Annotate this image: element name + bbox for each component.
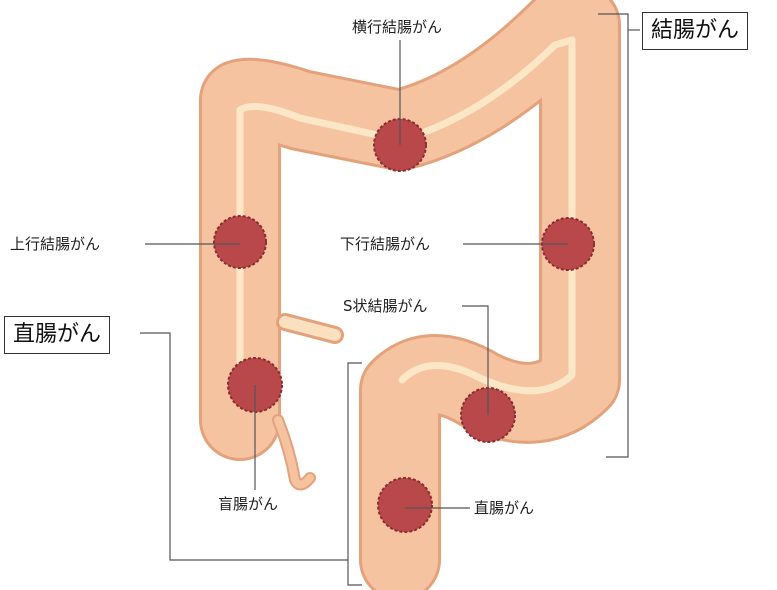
colon-cancer-label: 結腸がん: [642, 12, 748, 50]
descending-colon-cancer-label: 下行結腸がん: [340, 235, 430, 253]
tumor-ascending: [214, 216, 266, 268]
tumor-rectum: [378, 478, 432, 532]
rectal-cancer-tumor-label: 直腸がん: [474, 499, 534, 517]
cecum-cancer-label: 盲腸がん: [218, 495, 278, 513]
ascending-colon-cancer-label: 上行結腸がん: [10, 235, 100, 253]
transverse-colon-cancer-label: 横行結腸がん: [352, 18, 442, 36]
rectal-cancer-label: 直腸がん: [4, 316, 110, 354]
sigmoid-colon-cancer-label: S状結腸がん: [343, 297, 428, 315]
